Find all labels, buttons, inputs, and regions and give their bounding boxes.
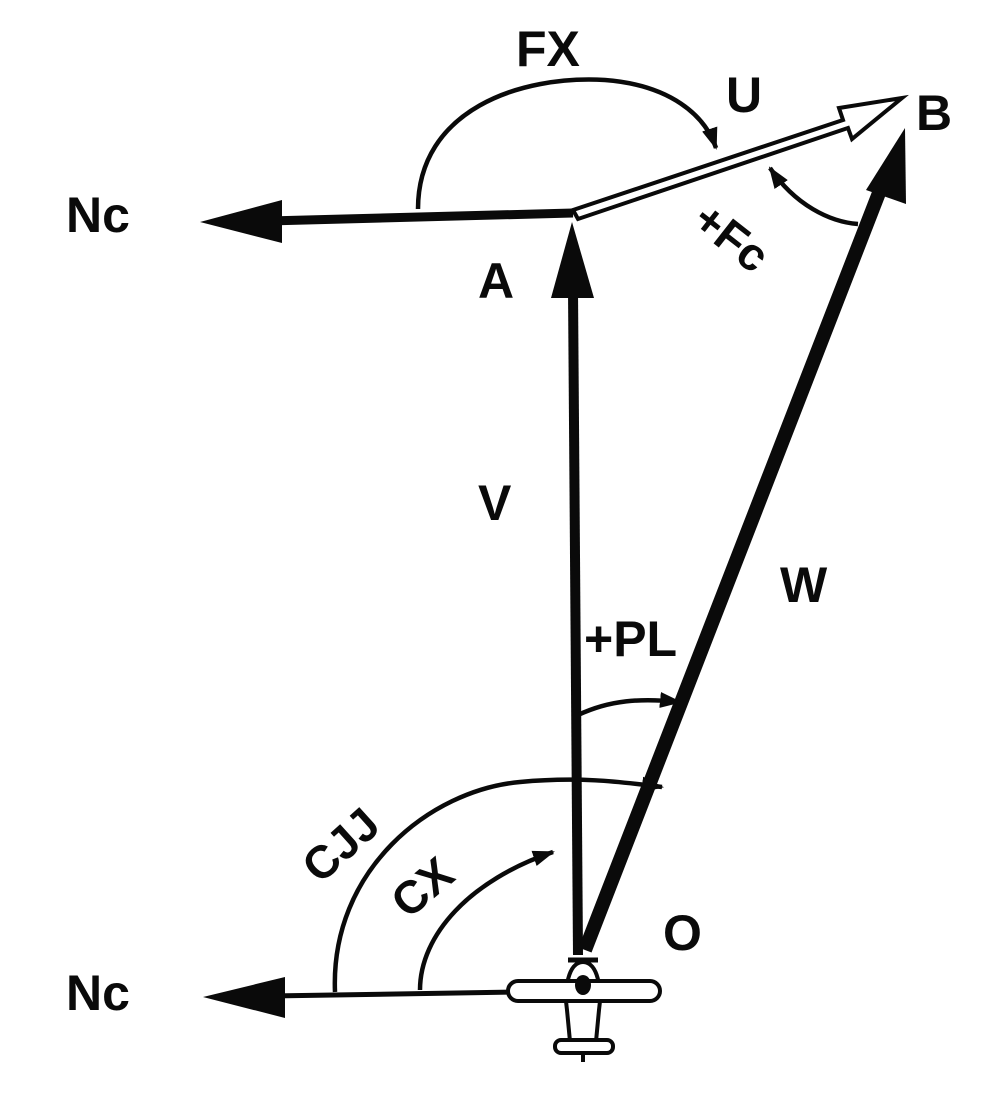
north-reference-bottom — [203, 977, 521, 1018]
label-v: V — [478, 475, 512, 531]
vector-v — [551, 222, 594, 956]
cx-angle-arc — [417, 849, 555, 991]
vector-u — [570, 94, 909, 222]
label-cjj: CJJ — [292, 797, 390, 892]
label-b: B — [916, 85, 952, 141]
label-pl: +PL — [584, 611, 677, 667]
north-reference-top — [200, 200, 574, 243]
label-nc-bottom: Nc — [66, 965, 130, 1021]
fx-angle-arc — [415, 77, 719, 210]
north-bottom-arrowhead — [203, 977, 285, 1018]
airplane-top-view-icon — [506, 957, 662, 1062]
vector-w-arrowhead — [866, 128, 906, 204]
label-nc-top: Nc — [66, 187, 130, 243]
label-a: A — [478, 253, 514, 309]
label-u: U — [726, 67, 762, 123]
cjj-angle-arc — [332, 776, 664, 993]
fc-angle-arc — [768, 166, 859, 227]
vector-v-arrowhead — [551, 222, 594, 298]
label-fc: +Fc — [684, 192, 779, 283]
label-fx: FX — [516, 21, 580, 77]
label-o: O — [663, 905, 702, 961]
north-top-arrowhead — [200, 200, 282, 243]
vector-w — [578, 128, 906, 953]
pl-angle-arc — [577, 692, 682, 718]
label-w: W — [780, 557, 828, 613]
